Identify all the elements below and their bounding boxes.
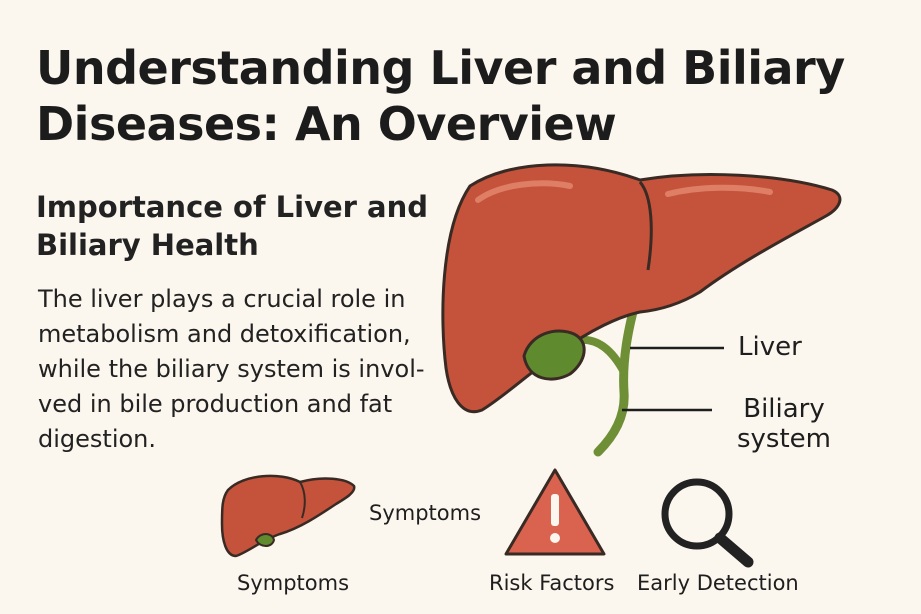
page-title: Understanding Liver and Biliary Diseases… (36, 41, 845, 151)
liver-shape (441, 163, 842, 414)
risk-factors-caption: Risk Factors (489, 571, 615, 595)
liver-label: Liver (738, 332, 802, 362)
liver-highlight (475, 180, 573, 203)
liver-highlight-right (665, 184, 773, 197)
section-heading: Importance of Liver and Biliary Health (36, 190, 429, 262)
bile-duct (593, 295, 641, 457)
symptoms-caption: Symptoms (237, 571, 350, 595)
small-liver-icon (220, 474, 356, 558)
gallbladder-shape (522, 329, 586, 381)
section-body: The liver plays a crucial role in metabo… (38, 285, 425, 453)
early-detection-caption: Early Detection (637, 571, 799, 595)
magnifier-icon (661, 478, 754, 568)
biliary-label: Biliary system (737, 394, 831, 454)
warning-icon (504, 468, 606, 556)
symptoms-mid-caption: Symptoms (369, 501, 482, 525)
liver-lobe-divider (638, 181, 653, 271)
